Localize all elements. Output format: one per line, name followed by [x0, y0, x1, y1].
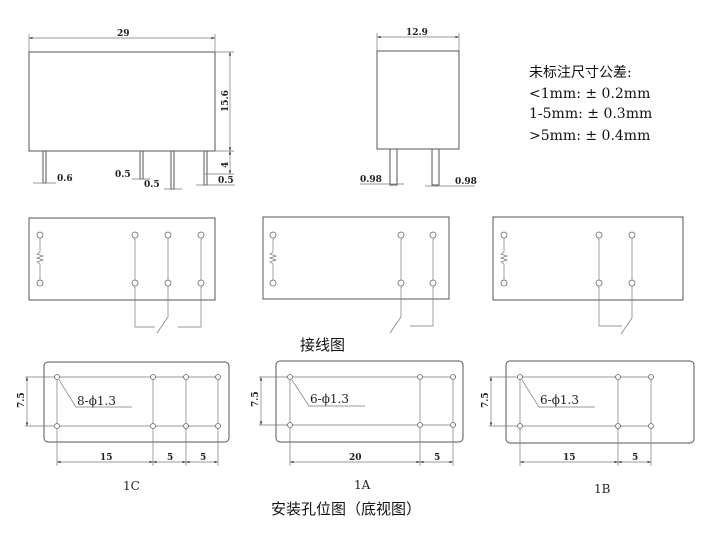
spacing-dim: 15 [100, 453, 113, 463]
hole-spec: 6-ϕ1.3 [540, 393, 579, 407]
front-view: 29 15.6 4 0.6 0.5 0.5 0.5 [28, 29, 235, 190]
spacing-dim: 20 [349, 453, 362, 463]
mounting-1a: 7.5 20 5 6-ϕ1.3 1A [251, 360, 464, 492]
mounting-1c: 7.5 15 5 5 8-ϕ1.3 1C [17, 361, 230, 493]
front-height-dim: 15.6 [221, 90, 231, 112]
row-spacing-dim: 7.5 [251, 391, 261, 407]
tolerance-note: 未标注尺寸公差: <1mm: ± 0.2mm 1-5mm: ± 0.3mm >5… [529, 65, 652, 144]
pin4-width-dim: 0.5 [218, 176, 234, 186]
spacing-dim: 15 [563, 453, 576, 463]
layout-name: 1A [354, 478, 371, 492]
wiring-1c [28, 217, 216, 334]
row-spacing-dim: 7.5 [481, 392, 491, 408]
pin2-width-dim: 0.5 [115, 170, 131, 180]
tolerance-line: <1mm: ± 0.2mm [529, 86, 650, 102]
side-pin-right-dim: 0.98 [455, 177, 477, 187]
hole-spec: 8-ϕ1.3 [77, 394, 116, 408]
tolerance-title: 未标注尺寸公差: [529, 65, 632, 81]
row-spacing-dim: 7.5 [17, 392, 27, 408]
spacing-dim: 5 [167, 453, 173, 463]
side-view: 12.9 0.98 0.98 [360, 28, 477, 187]
spacing-dim: 5 [434, 453, 440, 463]
hole-spec: 6-ϕ1.3 [310, 392, 349, 406]
layout-name: 1B [594, 482, 611, 496]
pin1-width-dim: 0.6 [57, 174, 73, 184]
tolerance-line: >5mm: ± 0.4mm [529, 128, 650, 144]
spacing-dim: 5 [200, 453, 206, 463]
wiring-1b [492, 216, 684, 335]
mounting-1b: 7.5 15 5 6-ϕ1.3 1B [481, 360, 695, 496]
layout-name: 1C [123, 479, 140, 493]
spacing-dim: 5 [632, 453, 638, 463]
pin-length-dim: 4 [221, 162, 231, 168]
pin3-width-dim: 0.5 [144, 180, 160, 190]
wiring-1a [262, 216, 450, 334]
mounting-title: 安装孔位图（底视图） [271, 500, 421, 518]
side-width-dim: 12.9 [406, 28, 428, 38]
wiring-title: 接线图 [300, 336, 345, 354]
tolerance-line: 1-5mm: ± 0.3mm [529, 106, 652, 122]
front-width-dim: 29 [117, 29, 130, 39]
side-pin-left-dim: 0.98 [360, 175, 382, 185]
